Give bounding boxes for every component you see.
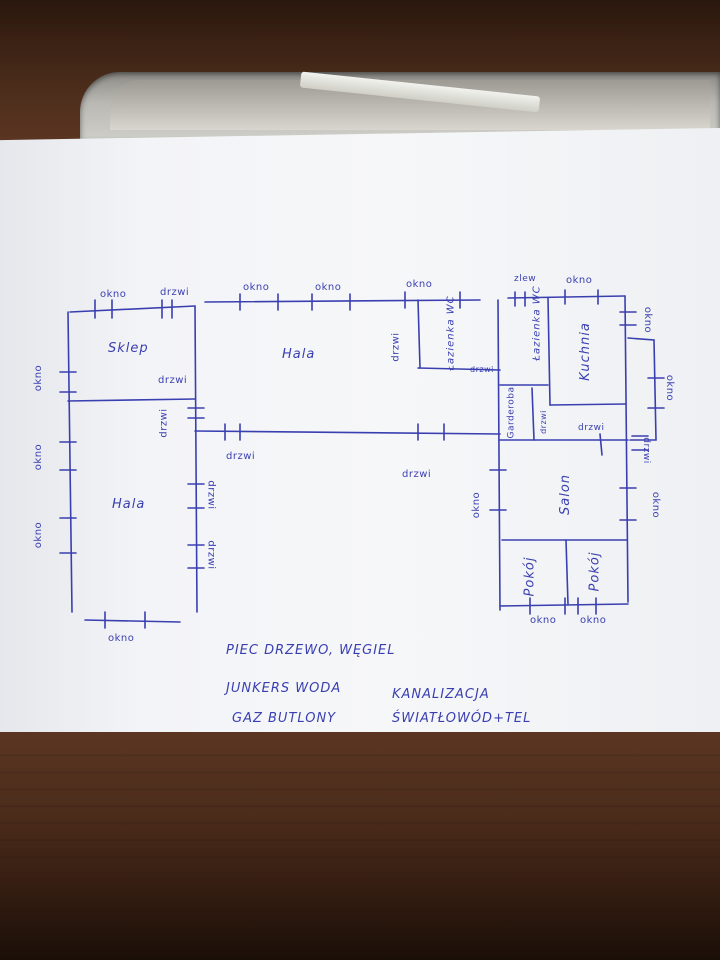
- window-label: okno: [108, 633, 135, 644]
- window-label: okno: [580, 615, 607, 626]
- room-label-pokoj-2: Pokój: [587, 551, 603, 592]
- tick-marks: [59, 289, 665, 629]
- door-label: drzwi: [640, 437, 651, 464]
- wall-bedrooms-mid: [565, 539, 569, 605]
- door-label: drzwi: [390, 332, 402, 362]
- room-label-hala-left: Hala: [112, 497, 146, 512]
- wall-left-block-top: [69, 305, 196, 313]
- door-label: drzwi: [538, 410, 548, 434]
- window-label: okno: [664, 374, 676, 402]
- room-label-lazienka-wc: Łazienka WC: [445, 295, 457, 371]
- wall-right-right: [624, 295, 629, 603]
- paper-sheet: [0, 128, 720, 732]
- wall-hall-mid: [194, 430, 501, 435]
- room-label-kuchnia: Kuchnia: [577, 322, 593, 381]
- wall-right-top: [507, 295, 626, 299]
- wall-left-block-right: [194, 305, 198, 613]
- window-label: okno: [642, 306, 654, 334]
- window-label: okno: [650, 491, 662, 519]
- wall-left-block-bottom: [84, 619, 181, 623]
- note-gas: GAZ BUTLONY: [232, 711, 337, 726]
- wall-sklep-bottom: [67, 398, 196, 402]
- room-label-sklep: Sklep: [108, 341, 149, 356]
- window-label: okno: [33, 521, 45, 549]
- sink-label: zlew: [514, 274, 537, 284]
- window-label: okno: [33, 364, 45, 392]
- room-label-garderoba: Garderoba: [506, 386, 517, 439]
- door-label: drzwi: [158, 375, 188, 386]
- door-label: drzwi: [402, 469, 432, 480]
- wall-kitchen-ext: [627, 337, 657, 441]
- window-label: okno: [406, 279, 433, 290]
- door-label: drzwi: [205, 480, 217, 510]
- wall-fold-line: [599, 433, 603, 456]
- window-label: okno: [566, 275, 593, 286]
- wall-right-bottom: [499, 603, 629, 607]
- door-label: drzwi: [578, 423, 605, 433]
- door-label: drzwi: [470, 365, 494, 374]
- door-label: drzwi: [158, 408, 170, 438]
- window-label: okno: [33, 443, 45, 471]
- note-water-heater: JUNKERS WODA: [226, 681, 342, 696]
- door-label: drzwi: [205, 540, 217, 570]
- wall-kitchen-left: [547, 297, 551, 406]
- wall-hall-top: [204, 299, 481, 303]
- door-label: drzwi: [226, 451, 256, 462]
- wall-bath-left: [417, 299, 421, 369]
- window-label: okno: [315, 282, 342, 293]
- room-label-salon: Salon: [558, 473, 574, 516]
- wall-right-left: [497, 299, 501, 611]
- window-label: okno: [530, 615, 557, 626]
- note-fiber-phone: ŚWIATŁOWÓD+TEL: [392, 711, 532, 726]
- window-label: okno: [243, 282, 270, 293]
- room-label-pokoj-1: Pokój: [522, 556, 538, 597]
- table-grain: [0, 740, 720, 860]
- wall-left-block-left: [67, 311, 73, 613]
- window-label: okno: [100, 289, 127, 300]
- room-label-lazienka-wc-2: Łazienka WC: [531, 285, 543, 361]
- note-sewage: KANALIZACJA: [392, 687, 490, 702]
- wall-bath-bottom: [417, 367, 501, 371]
- wall-wardrobe: [531, 387, 535, 441]
- table-surface-bottom: [0, 730, 720, 960]
- wall-kitchen-bottom: [549, 403, 627, 406]
- window-label: okno: [471, 491, 483, 519]
- note-heating: PIEC DRZEWO, WĘGIEL: [226, 643, 396, 658]
- door-label: drzwi: [160, 287, 190, 298]
- room-label-hala-main: Hala: [282, 347, 316, 362]
